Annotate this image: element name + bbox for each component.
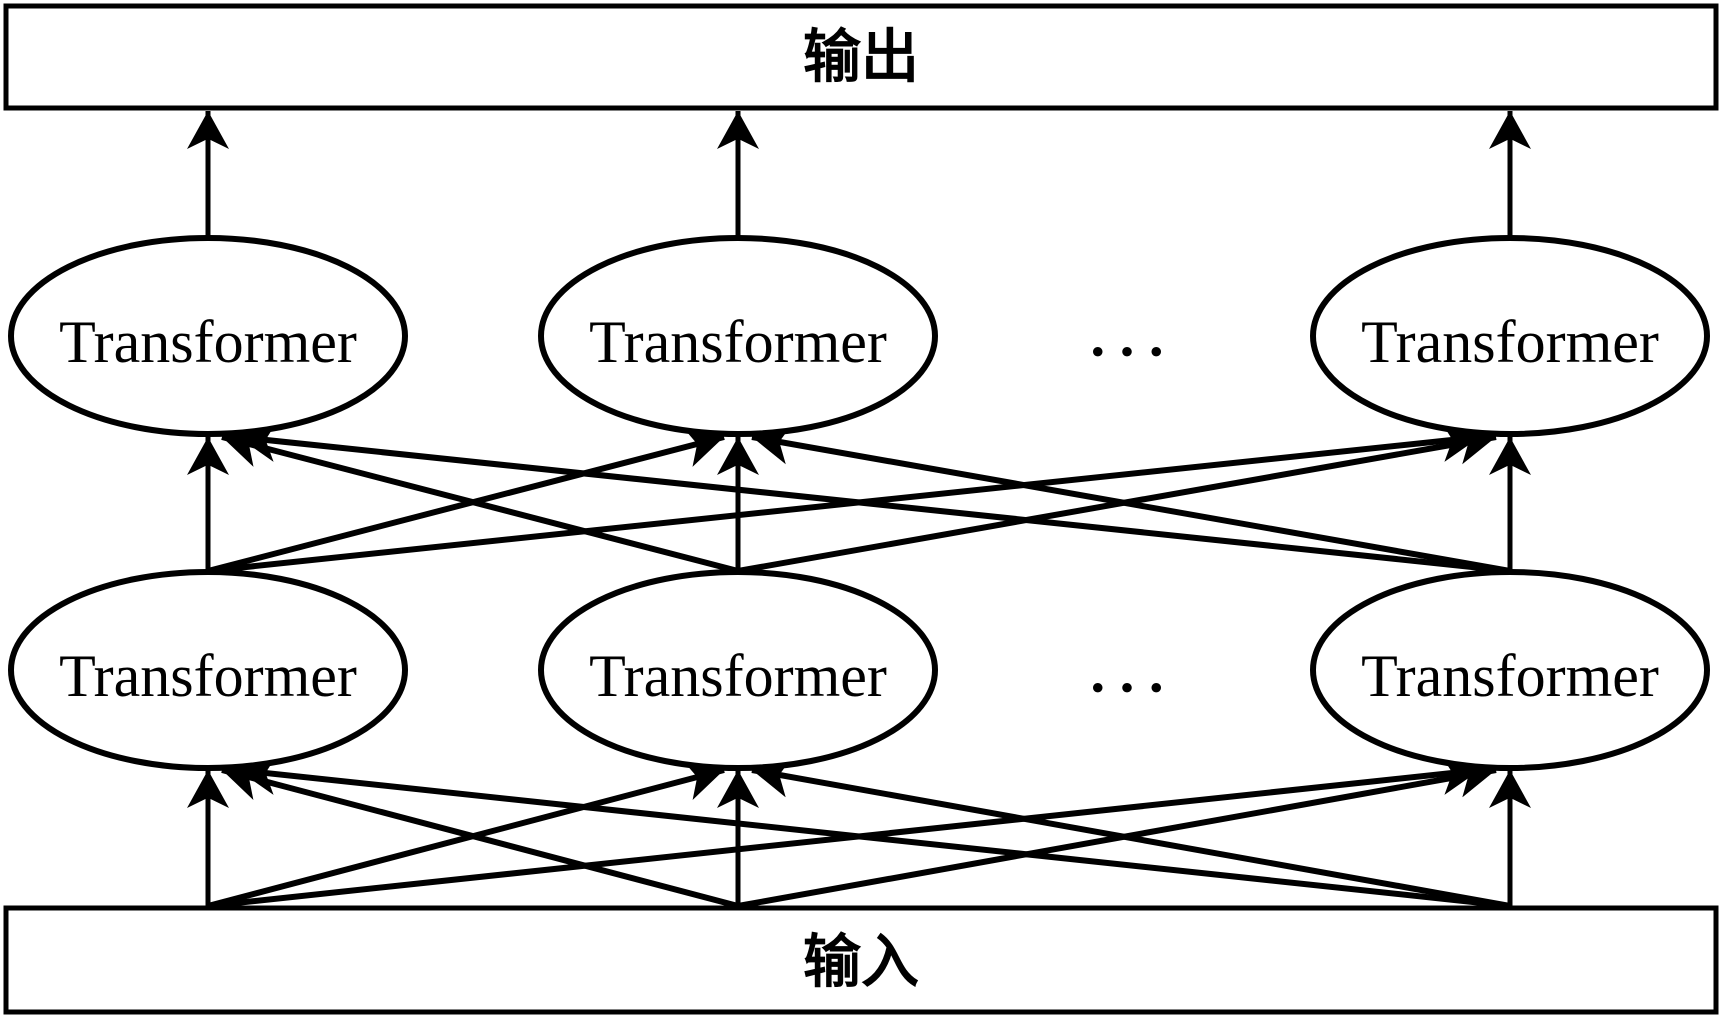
bottom-layer-node-2: Transformer: [538, 569, 938, 771]
input-box-rect: [3, 905, 1719, 1015]
arrow-input3-to-bottom1: [237, 753, 1511, 909]
input-to-bottomlayer-arrows: [187, 753, 1531, 909]
bottom-node-1-label: Transformer: [59, 643, 357, 709]
top-node-3-ellipse: [1310, 235, 1710, 437]
output-box: 输出: [3, 3, 1719, 111]
top-layer-node-1: Transformer: [8, 235, 408, 437]
arrow-bottom3-to-top1: [237, 420, 1511, 574]
bottom-node-2-label: Transformer: [589, 643, 887, 709]
arrow-input1-to-bottom3: [207, 753, 1481, 909]
top-node-1-label: Transformer: [59, 309, 357, 375]
bottom-node-1-ellipse: [8, 569, 408, 771]
output-box-label: 输出: [803, 25, 919, 90]
arrow-bottom1-to-top2: [207, 426, 725, 574]
bottom-layer: Transformer Transformer ••• Transformer: [8, 569, 1710, 771]
top-layer-ellipsis: •••: [1089, 338, 1177, 369]
input-box: 输入: [3, 905, 1719, 1015]
bottom-layer-node-1: Transformer: [8, 569, 408, 771]
output-box-rect: [3, 3, 1719, 111]
bottom-layer-node-3: Transformer: [1310, 569, 1710, 771]
toplayer-to-output-arrows: [187, 111, 1531, 237]
arrow-input2-to-bottom3: [737, 756, 1497, 909]
top-node-3-label: Transformer: [1361, 309, 1659, 375]
bottom-node-2-ellipse: [538, 569, 938, 771]
arrow-input1-to-bottom2: [207, 759, 725, 909]
input-box-label: 输入: [803, 930, 919, 995]
top-node-1-ellipse: [8, 235, 408, 437]
top-layer-node-3: Transformer: [1310, 235, 1710, 437]
arrow-bottom2-to-top1: [221, 426, 739, 574]
arrow-bottom1-to-top3: [207, 420, 1481, 574]
arrow-bottom2-to-top3: [737, 422, 1497, 574]
bottomlayer-to-toplayer-arrows: [187, 420, 1531, 574]
top-node-2-label: Transformer: [589, 309, 887, 375]
bottom-layer-ellipsis: •••: [1089, 674, 1177, 705]
top-layer: Transformer Transformer ••• Transformer: [8, 235, 1710, 437]
bottom-node-3-label: Transformer: [1361, 643, 1659, 709]
bottom-node-3-ellipse: [1310, 569, 1710, 771]
top-node-2-ellipse: [538, 235, 938, 437]
arrow-input2-to-bottom1: [221, 759, 739, 909]
top-layer-node-2: Transformer: [538, 235, 938, 437]
